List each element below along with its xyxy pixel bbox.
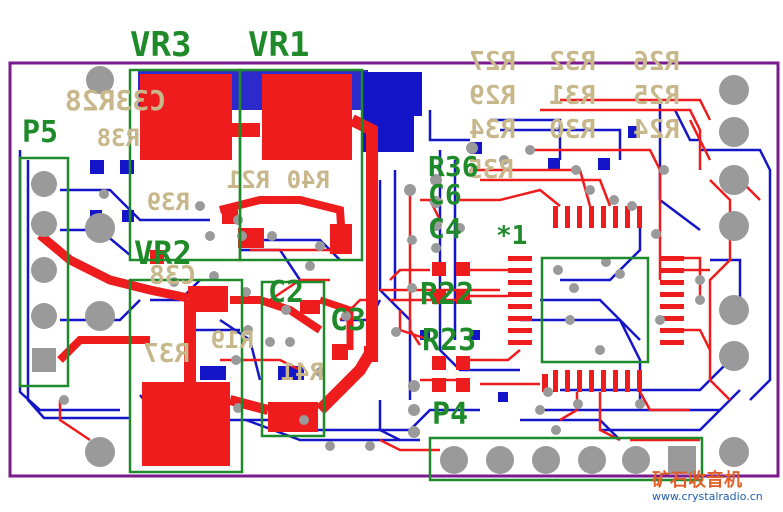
label-c6: C6 (428, 178, 462, 211)
label-vr2: VR2 (134, 234, 192, 272)
label-r40: R40 (287, 166, 330, 194)
label-r37: R37 (143, 339, 190, 369)
bottom-silkscreen-labels: C33R28 R38 R27 R32 R26 R29 R31 R25 R34 R… (65, 47, 680, 386)
watermark-site-name: 矿石收音机 (652, 470, 742, 491)
label-r36: R36 (428, 150, 479, 183)
label-r25: R25 (633, 81, 680, 111)
label-r27: R27 (469, 47, 516, 77)
through-hole-pads (31, 66, 749, 474)
label-r19: R19 (211, 326, 254, 354)
watermark-url: www.crystalradio.cn (652, 490, 763, 503)
label-c33-r28: C33R28 (65, 84, 166, 117)
label-r38: R38 (97, 124, 140, 152)
label-r35: R35 (467, 155, 514, 185)
label-r26: R26 (633, 47, 680, 77)
label-vr1: VR1 (248, 25, 309, 65)
label-r24: R24 (633, 115, 680, 145)
label-r29: R29 (469, 81, 516, 111)
label-r21: R21 (227, 166, 270, 194)
label-r39: R39 (147, 188, 190, 216)
label-p5: P5 (22, 115, 58, 150)
label-r32: R32 (549, 47, 596, 77)
label-r41: R41 (281, 358, 324, 386)
label-c38: C38 (149, 261, 196, 291)
label-r31: R31 (549, 81, 596, 111)
label-c3: C3 (330, 303, 366, 338)
label-vr3: VR3 (130, 25, 191, 65)
board-outline (8, 61, 780, 478)
label-r30: R30 (549, 115, 596, 145)
label-r22: R22 (420, 277, 474, 312)
label-p4: P4 (432, 397, 468, 432)
label-ic-pin1: *1 (496, 221, 527, 251)
top-silkscreen-outlines (18, 68, 704, 482)
label-r34: R34 (469, 115, 516, 145)
top-silkscreen-labels: VR3 VR1 VR2 P5 R36 C6 C4 *1 C2 C3 R22 R2… (22, 25, 527, 432)
top-copper-layer (37, 74, 761, 466)
label-c4: C4 (428, 212, 462, 245)
label-c2: C2 (268, 275, 304, 310)
label-r23: R23 (422, 323, 476, 358)
